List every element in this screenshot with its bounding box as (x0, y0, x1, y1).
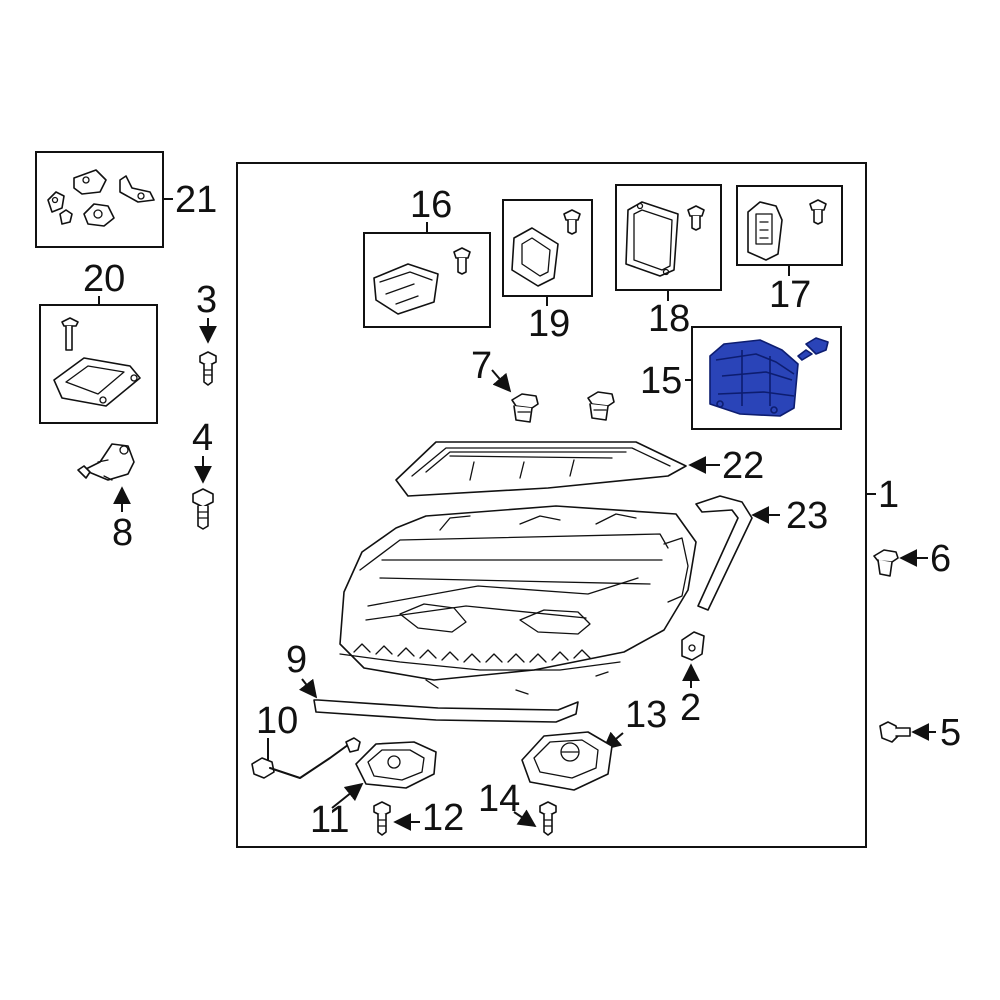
callout-17: 17 (769, 274, 811, 316)
part-6-grommet[interactable] (873, 549, 899, 577)
callout-20: 20 (83, 258, 125, 300)
callout-1: 1 (878, 474, 899, 516)
callout-13: 13 (625, 694, 667, 736)
part-16-module-cover[interactable] (363, 232, 491, 328)
callout-9: 9 (286, 639, 307, 681)
leader-9 (298, 678, 318, 699)
callout-23: 23 (786, 495, 828, 537)
part-20-housing-seal[interactable] (39, 304, 158, 424)
callout-4: 4 (192, 417, 213, 459)
part-22-upper-trim[interactable] (395, 441, 687, 497)
part-9-trim-strip[interactable] (313, 699, 579, 723)
callout-12: 12 (422, 797, 464, 839)
part-21-bracket-kit[interactable] (35, 151, 164, 248)
callout-18: 18 (648, 298, 690, 340)
callout-6: 6 (930, 538, 951, 580)
callout-11: 11 (310, 799, 349, 841)
part-4-bolt[interactable] (192, 488, 214, 530)
callout-8: 8 (112, 512, 133, 554)
part-5-screw[interactable] (879, 721, 911, 743)
part-14-bolt[interactable] (539, 801, 557, 836)
part-7-clip-second[interactable] (587, 391, 615, 421)
part-23-seal-strip[interactable] (695, 495, 753, 611)
callout-10: 10 (256, 700, 298, 742)
callout-5: 5 (940, 712, 961, 754)
part-1-headlamp-assembly[interactable] (339, 505, 697, 695)
part-15-control-module[interactable] (691, 326, 842, 430)
callout-15: 15 (640, 360, 682, 402)
leader-14 (513, 809, 537, 827)
callout-19: 19 (528, 303, 570, 345)
part-8-actuator[interactable] (77, 443, 135, 481)
part-2-clip[interactable] (681, 631, 705, 661)
leader-7 (491, 369, 512, 393)
callout-7: 7 (471, 345, 492, 387)
part-12-bolt[interactable] (373, 801, 391, 836)
assembly-frame (236, 162, 867, 848)
part-17-connector[interactable] (736, 185, 843, 266)
callout-21: 21 (175, 179, 217, 221)
part-10-wire-harness[interactable] (251, 737, 361, 779)
part-11-control-unit[interactable] (355, 741, 437, 789)
callout-22: 22 (722, 445, 764, 487)
part-3-bolt[interactable] (199, 351, 217, 386)
part-19-gasket[interactable] (502, 199, 593, 297)
part-18-lens-gasket[interactable] (615, 184, 722, 291)
callout-16: 16 (410, 184, 452, 226)
part-7-clip[interactable] (511, 393, 539, 423)
callout-3: 3 (196, 279, 217, 321)
callout-14: 14 (478, 778, 520, 820)
part-13-control-unit[interactable] (521, 731, 613, 791)
leader-11 (331, 782, 364, 809)
callout-2: 2 (680, 687, 701, 729)
